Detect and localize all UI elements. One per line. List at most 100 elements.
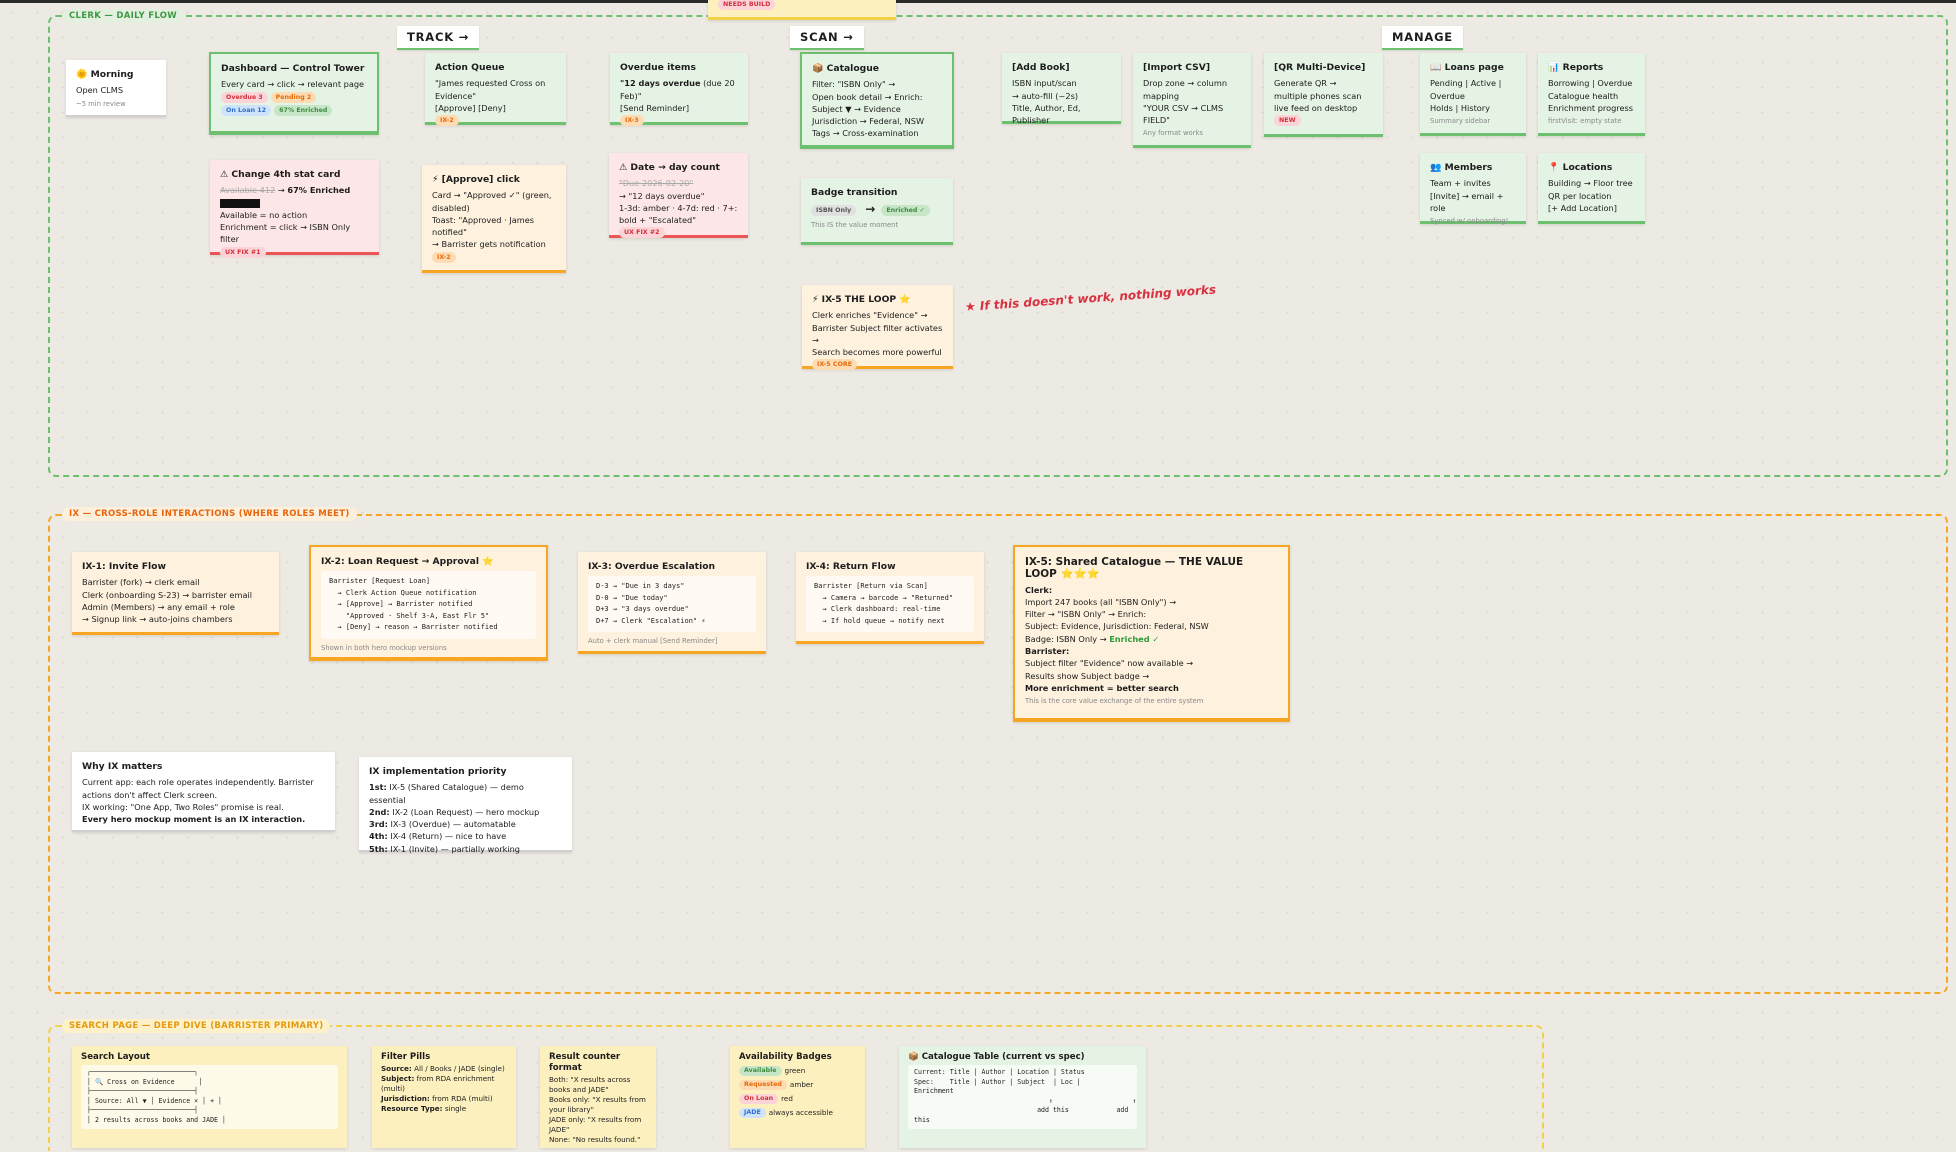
- card-title: Availability Badges: [739, 1052, 832, 1062]
- card-note: Synced w/ onboarding!: [1430, 217, 1509, 226]
- card-code-block: Current: Title | Author | Location | Sta…: [908, 1065, 1137, 1129]
- line-segment: single: [442, 1104, 467, 1113]
- line-segment: from RDA (multi): [429, 1094, 493, 1103]
- card-line: Barrister:: [1025, 645, 1278, 657]
- availability-label: always accessible: [768, 1108, 833, 1117]
- card-line: "12 days overdue (due 20 Feb)": [620, 77, 738, 102]
- availability-label: green: [784, 1066, 806, 1075]
- card-search-layout[interactable]: Search Layout┌──────────────────────────…: [72, 1046, 347, 1148]
- card-title: 📦 Catalogue Table (current vs spec): [908, 1052, 1085, 1062]
- card-title: 👥 Members: [1430, 162, 1493, 173]
- card-note: Summary sidebar: [1430, 117, 1491, 126]
- card-line: Pending | Active | Overdue: [1430, 78, 1502, 101]
- card-line: QR per location: [1548, 190, 1612, 201]
- line-segment: 3rd:: [369, 819, 388, 830]
- card-line: Import 247 books (all "ISBN Only") →: [1025, 596, 1177, 607]
- card-title: Badge transition: [811, 187, 898, 198]
- card-line: → "12 days overdue": [619, 190, 705, 201]
- card-title: 📍 Locations: [1548, 162, 1613, 173]
- card-ix2-loan-request[interactable]: IX-2: Loan Request → Approval ⭐Barrister…: [309, 545, 548, 661]
- card-line: Borrowing | Overdue: [1548, 78, 1633, 89]
- card-line: [Send Reminder]: [620, 102, 690, 113]
- card-line: Current app: each role operates independ…: [82, 777, 314, 800]
- card-line: More enrichment = better search: [1025, 682, 1278, 694]
- card-title: ⚠ Date → day count: [619, 162, 720, 173]
- card-title: Why IX matters: [82, 761, 163, 772]
- card-title: 📊 Reports: [1548, 62, 1604, 73]
- tag-badge: Pending 2: [270, 91, 317, 103]
- card-title: [Import CSV]: [1143, 62, 1211, 73]
- card-line: Resource Type: single: [381, 1104, 507, 1114]
- line-segment: IX-4 (Return) — nice to have: [387, 831, 507, 842]
- card-import-csv[interactable]: [Import CSV]Drop zone → column mapping"Y…: [1133, 53, 1251, 148]
- card-line: → auto-fill (~2s): [1012, 90, 1079, 101]
- line-segment: Enriched ✓: [1109, 633, 1160, 644]
- card-line: Subject filter "Evidence" now available …: [1025, 658, 1194, 669]
- badge-row: IX-2: [435, 114, 556, 127]
- card-title: IX-1: Invite Flow: [82, 561, 166, 572]
- card-add-book[interactable]: [Add Book]ISBN input/scan→ auto-fill (~2…: [1002, 53, 1121, 125]
- card-line: JADE only: "X results from JADE": [549, 1115, 642, 1134]
- card-overdue-items[interactable]: Overdue items"12 days overdue (due 20 Fe…: [610, 53, 748, 127]
- tag-badge: IX-2: [435, 115, 459, 127]
- line-segment: from RDA enrichment (multi): [381, 1074, 495, 1093]
- card-line: Open book detail → Enrich:: [812, 91, 923, 102]
- card-title: Result counter format: [549, 1052, 621, 1073]
- tag-badge: On Loan 12: [221, 104, 272, 116]
- card-line: Subject: from RDA enrichment (multi): [381, 1074, 507, 1094]
- line-segment: Clerk:: [1025, 584, 1053, 595]
- card-ix5-loop[interactable]: ⚡ IX-5 THE LOOP ⭐Clerk enriches "Evidenc…: [802, 285, 953, 371]
- arrow-icon: →: [865, 202, 876, 217]
- availability-badge: Requested: [739, 1080, 787, 1090]
- line-segment: Every hero mockup moment is an IX intera…: [82, 814, 306, 825]
- card-line: Clerk:: [1025, 584, 1278, 596]
- stage-track: TRACK →: [397, 26, 480, 50]
- card-code-block: Barrister [Return via Scan] → Camera → b…: [806, 576, 974, 633]
- card-line: Filter: "ISBN Only" →: [812, 79, 896, 90]
- card-line: Holds | History: [1430, 102, 1490, 113]
- tag-badge: UX FIX #2: [619, 227, 665, 239]
- badge-isbn-only: ISBN Only: [811, 205, 857, 217]
- card-line: Every card → click → relevant page: [221, 79, 365, 90]
- card-line: 3rd: IX-3 (Overdue) — automatable: [369, 818, 562, 830]
- badge-row: IX-2: [432, 251, 556, 264]
- card-badge-transition[interactable]: Badge transition ISBN Only→Enriched ✓ Th…: [801, 178, 953, 245]
- card-action-queue[interactable]: Action Queue"James requested Cross on Ev…: [425, 53, 566, 127]
- line-segment: 5th:: [369, 843, 388, 854]
- line-segment: Resource Type:: [381, 1104, 443, 1113]
- card-date-day-count[interactable]: ⚠ Date → day count"Due 2026-02-20"→ "12 …: [609, 153, 748, 239]
- availability-label: red: [781, 1094, 793, 1103]
- line-segment: 2nd:: [369, 806, 390, 817]
- card-needs-build[interactable]: NEEDS BUILD: [708, 0, 896, 20]
- line-segment: "12 days overdue: [620, 78, 701, 89]
- card-line: Barrister Subject filter activates →: [812, 322, 943, 345]
- card-ix5-shared-catalogue[interactable]: IX-5: Shared Catalogue — THE VALUE LOOP …: [1013, 545, 1290, 722]
- card-line: Clerk (onboarding S-23) → barrister emai…: [82, 589, 253, 600]
- card-qr-multi-device[interactable]: [QR Multi-Device]Generate QR →multiple p…: [1264, 53, 1383, 137]
- top-bar: [0, 0, 1956, 3]
- card-catalogue-table[interactable]: 📦 Catalogue Table (current vs spec) Curre…: [899, 1046, 1146, 1148]
- card-title: IX-2: Loan Request → Approval ⭐: [321, 556, 494, 567]
- tag-badge: IX-3: [620, 115, 644, 127]
